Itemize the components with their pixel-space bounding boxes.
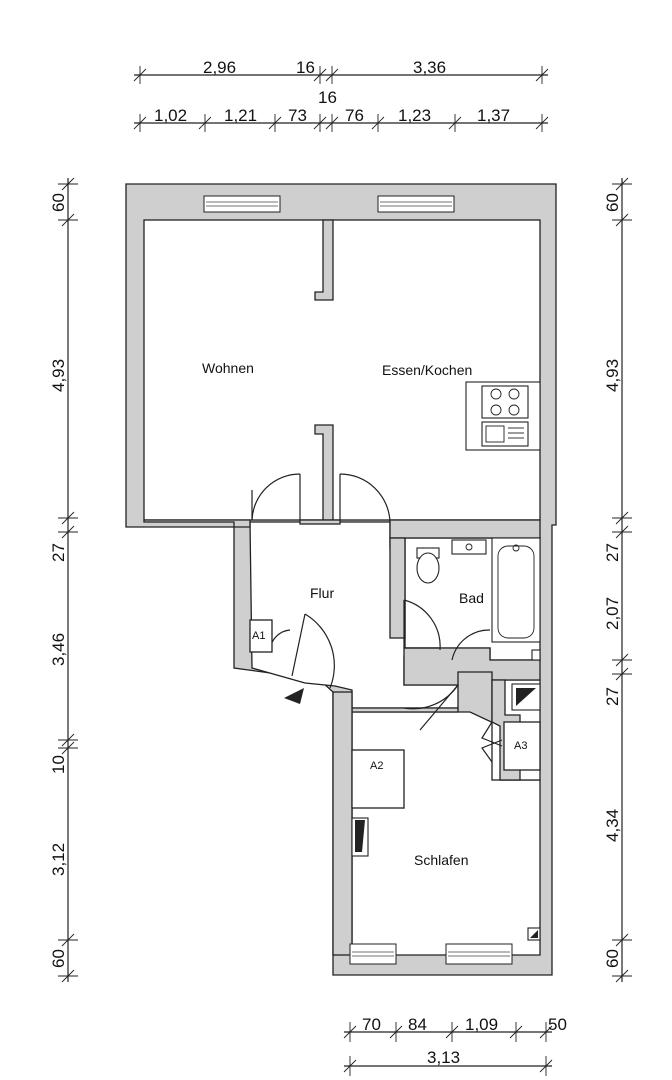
window-wohnen: [203, 195, 281, 213]
dim-left-4: 3,46: [49, 633, 68, 666]
closets: [249, 619, 541, 941]
partitions: [143, 219, 541, 956]
closet-a3: [503, 721, 541, 771]
entrance-arrow-icon: [284, 688, 304, 704]
dim-top-3: 3,36: [413, 58, 446, 77]
dimensions-top: 2,96 16 3,36 16 1,02 1,21 73 76 1,23 1,3…: [133, 58, 549, 132]
window-schlafen-right: [445, 943, 513, 965]
dim-top-mid: 16: [318, 88, 337, 107]
closet-label-a1: A1: [252, 630, 265, 642]
dim-right-4: 2,07: [603, 597, 622, 630]
dim-bottom-total: 3,13: [427, 1048, 460, 1067]
dim-bottom-4: 50: [548, 1015, 567, 1034]
closet-label-a2: A2: [370, 760, 383, 772]
dim-top-row2-6: 1,37: [477, 106, 510, 125]
room-label-schlafen: Schlafen: [414, 852, 468, 868]
dim-right-6: 4,34: [603, 809, 622, 842]
kitchen-unit: [465, 381, 541, 451]
dim-top-1: 2,96: [203, 58, 236, 77]
closet-a1: [249, 619, 273, 653]
dim-top-row2-1: 1,02: [154, 106, 187, 125]
sink: [451, 539, 487, 555]
closet-label-a3: A3: [514, 740, 527, 752]
room-label-flur: Flur: [310, 585, 334, 601]
dimensions-left: 60 4,93 27 3,46 10 3,12 60: [49, 177, 78, 983]
dim-top-2: 16: [296, 58, 315, 77]
windows: [203, 195, 513, 965]
window-essen: [377, 195, 455, 213]
dim-right-1: 60: [603, 193, 622, 212]
dimensions-right: 60 4,93 27 2,07 27 4,34 60: [603, 177, 632, 983]
dim-top-row2-4: 76: [345, 106, 364, 125]
dim-right-7: 60: [603, 949, 622, 968]
dim-bottom-3: 1,09: [465, 1015, 498, 1034]
bathtub: [491, 537, 541, 643]
dim-left-3: 27: [49, 543, 68, 562]
dim-left-6: 3,12: [49, 843, 68, 876]
dim-left-1: 60: [49, 193, 68, 212]
dim-left-7: 60: [49, 949, 68, 968]
room-label-essen-kochen: Essen/Kochen: [382, 362, 472, 378]
dim-left-2: 4,93: [49, 359, 68, 392]
dim-right-5: 27: [603, 687, 622, 706]
dim-right-2: 4,93: [603, 359, 622, 392]
dimensions-bottom: 70 84 1,09 50 3,13: [343, 1015, 567, 1076]
closet-a2: [351, 749, 405, 809]
room-label-bad: Bad: [459, 590, 484, 606]
dim-top-row2-3: 73: [288, 106, 307, 125]
dim-bottom-2: 84: [408, 1015, 427, 1034]
dim-bottom-1: 70: [362, 1015, 381, 1034]
dim-left-5: 10: [49, 755, 68, 774]
dim-right-3: 27: [603, 543, 622, 562]
dim-top-row2-2: 1,21: [224, 106, 257, 125]
bathroom-fixtures: [416, 537, 541, 661]
dim-top-row2-5: 1,23: [398, 106, 431, 125]
room-labels: Wohnen Essen/Kochen Flur Bad Schlafen A1…: [202, 360, 527, 868]
window-schlafen-left: [349, 943, 397, 965]
room-label-wohnen: Wohnen: [202, 360, 254, 376]
